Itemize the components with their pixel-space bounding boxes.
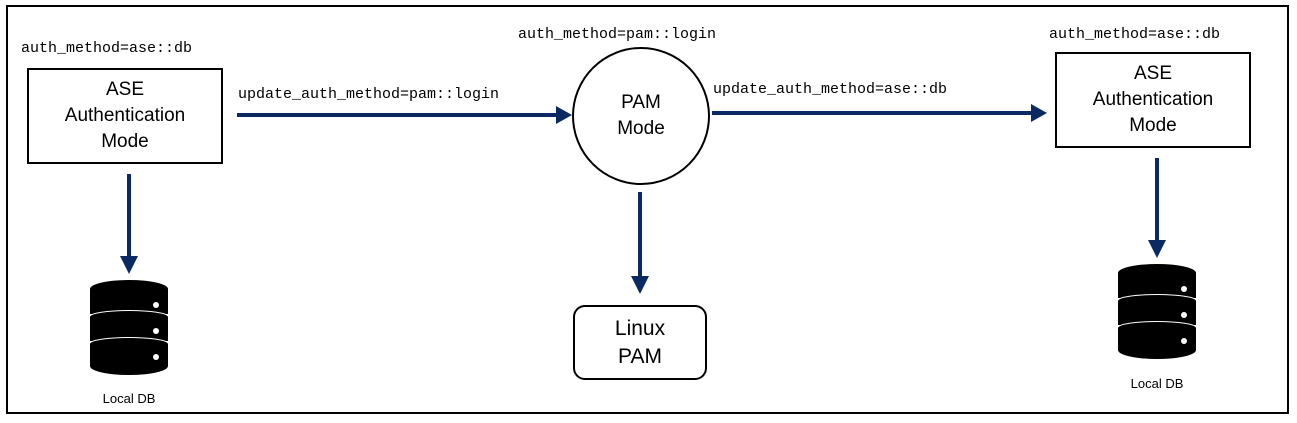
center-auth-method-label: auth_method=pam::login bbox=[518, 26, 717, 43]
left-auth-method-label: auth_method=ase::db bbox=[21, 40, 193, 57]
arrow-center-to-linux-pam bbox=[631, 192, 649, 294]
right-auth-method-label: auth_method=ase::db bbox=[1049, 26, 1221, 43]
edge-label-update-to-pam: update_auth_method=pam::login bbox=[238, 86, 500, 103]
arrow-center-to-right bbox=[712, 104, 1047, 122]
ase-authentication-mode-box-right: ASE Authentication Mode bbox=[1055, 52, 1251, 148]
database-icon-left bbox=[90, 280, 168, 375]
diagram-frame bbox=[6, 5, 1289, 414]
pam-mode-circle: PAM Mode bbox=[572, 47, 710, 185]
arrow-right-to-db bbox=[1148, 158, 1166, 258]
edge-label-update-to-ase: update_auth_method=ase::db bbox=[713, 81, 948, 98]
local-db-label-left: Local DB bbox=[102, 391, 156, 406]
arrow-left-to-center bbox=[237, 106, 572, 124]
linux-pam-box: Linux PAM bbox=[573, 305, 707, 380]
database-icon-right bbox=[1118, 264, 1196, 359]
ase-authentication-mode-box-left: ASE Authentication Mode bbox=[27, 68, 223, 164]
local-db-label-right: Local DB bbox=[1130, 376, 1184, 391]
arrow-left-to-db bbox=[120, 174, 138, 274]
